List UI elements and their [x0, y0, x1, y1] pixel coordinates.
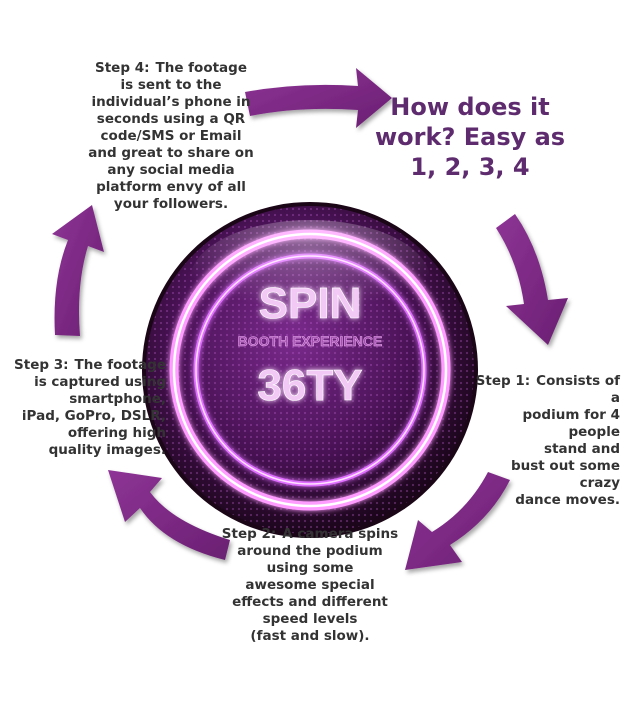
step-3-text: Step 3: The footage is captured using sma… [6, 357, 166, 459]
step-line: individual’s phone in [91, 94, 251, 110]
step-line: smartphone, [69, 391, 166, 407]
step-line: A camera spins [282, 526, 399, 542]
step-2-text: Step 2:A camera spins around the podium … [215, 526, 405, 645]
step-label: Step 2: [221, 526, 277, 542]
step-line: is sent to the [120, 77, 222, 93]
arrow-bottom-left [108, 470, 230, 560]
step-1-text: Step 1: Consists of a podium for 4 people… [470, 373, 620, 509]
step-label: Step 4: [95, 60, 150, 76]
arrow-right [496, 214, 568, 345]
step-line: The footage [155, 60, 247, 76]
step-line: your followers. [113, 196, 229, 212]
step-line: (fast and slow). [250, 628, 370, 644]
step-line: iPad, GoPro, DSLR, [21, 408, 166, 424]
step-line: dance moves. [515, 492, 620, 508]
step-line: awesome special [245, 577, 375, 593]
page-title: How does it work? Easy as 1, 2, 3, 4 [375, 92, 565, 182]
title-line: work? Easy as [375, 123, 566, 151]
step-line: any social media [107, 162, 235, 178]
step-line: using some [266, 560, 354, 576]
step-label: Step 3: [14, 357, 69, 373]
step-line: podium for 4 people [522, 407, 620, 440]
arrow-top [245, 68, 392, 128]
arrow-bottom-right [405, 472, 510, 570]
logo-36ty: 36TY [257, 361, 362, 410]
step-line: stand and [544, 441, 620, 457]
step-line: platform envy of all [96, 179, 246, 195]
step-line: bust out some crazy [510, 458, 620, 491]
step-line: Consists of a [536, 373, 620, 406]
logo-spin: SPIN [259, 279, 362, 328]
step-label: Step 1: [475, 373, 531, 389]
step-line: offering high [67, 425, 166, 441]
step-line: is captured using [34, 374, 166, 390]
logo-booth-experience: BOOTH EXPERIENCE [238, 333, 383, 349]
arrow-left [52, 205, 104, 336]
title-line: How does it [390, 93, 550, 121]
step-line: and great to share on [88, 145, 254, 161]
step-4-text: Step 4: The footage is sent to the indivi… [80, 60, 262, 213]
spin-booth-logo: SPIN BOOTH EXPERIENCE 36TY [142, 202, 478, 538]
step-line: effects and different [232, 594, 388, 610]
step-line: speed levels [262, 611, 358, 627]
step-line: code/SMS or Email [100, 128, 242, 144]
title-line: 1, 2, 3, 4 [410, 153, 530, 181]
step-line: seconds using a QR [96, 111, 246, 127]
step-line: The footage [74, 357, 166, 373]
step-line: quality images. [48, 442, 166, 458]
step-line: around the podium [237, 543, 383, 559]
